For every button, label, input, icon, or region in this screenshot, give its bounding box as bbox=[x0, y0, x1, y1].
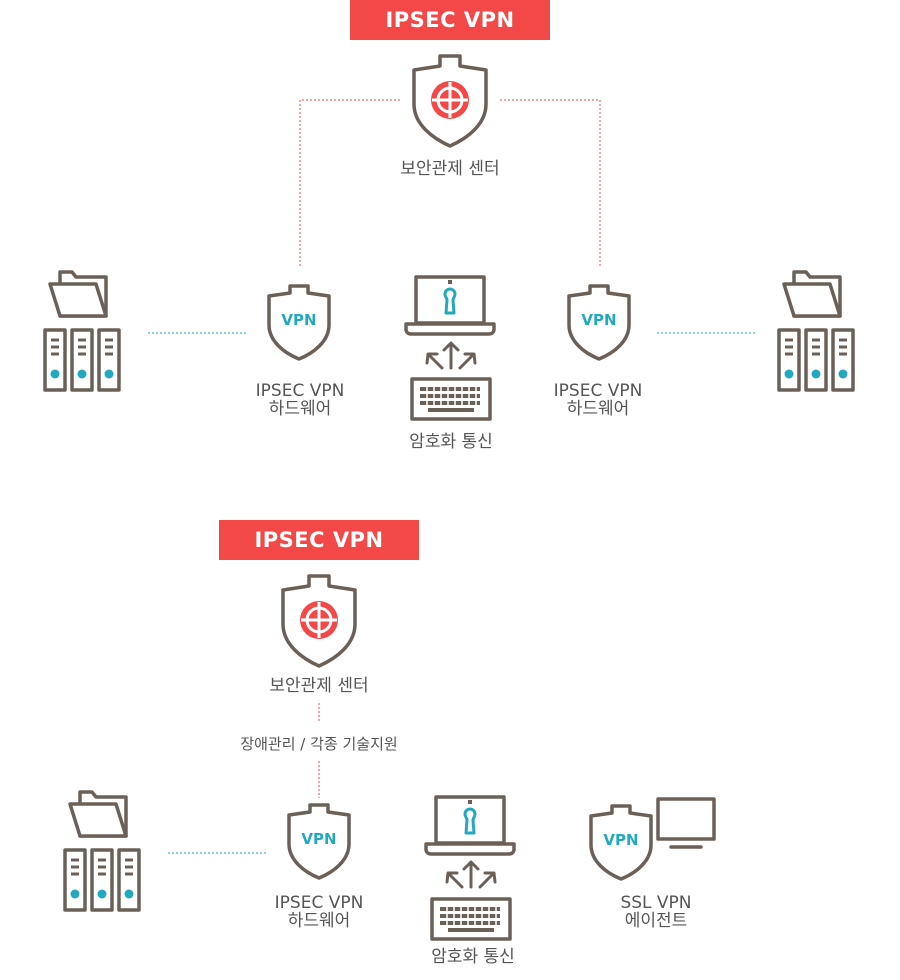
shield-target-icon bbox=[281, 574, 357, 668]
folder-icon bbox=[68, 790, 128, 838]
server-rack-icon bbox=[777, 328, 855, 392]
shield-vpn-icon: VPN bbox=[267, 284, 331, 361]
bottom-diagram: IPSEC VPN 보안관제 센터 장애관리 / 각종 기술지원 bbox=[0, 500, 900, 980]
shield-vpn-icon: VPN bbox=[567, 284, 631, 361]
svg-text:VPN: VPN bbox=[301, 830, 336, 848]
bottom-comm-label: 암호화 통신 bbox=[431, 947, 515, 967]
shield-target-icon bbox=[412, 54, 488, 148]
svg-text:VPN: VPN bbox=[581, 311, 616, 329]
top-connection-lines bbox=[148, 99, 757, 334]
laptop-lock-icon bbox=[424, 795, 516, 856]
svg-text:VPN: VPN bbox=[603, 831, 638, 849]
keyboard-icon bbox=[410, 377, 492, 421]
server-rack-icon bbox=[63, 848, 141, 912]
bottom-banner: IPSEC VPN bbox=[219, 520, 419, 560]
shield-vpn-icon: VPN bbox=[589, 804, 653, 881]
top-comm-label: 암호화 통신 bbox=[409, 432, 493, 452]
top-diagram: IPSEC VPN 보안관제 센터 bbox=[0, 0, 900, 480]
shield-vpn-icon: VPN bbox=[287, 803, 351, 880]
support-label: 장애관리 / 각종 기술지원 bbox=[240, 735, 398, 753]
top-center-label: 보안관제 센터 bbox=[400, 159, 500, 179]
svg-text:VPN: VPN bbox=[281, 311, 316, 329]
bottom-connection-lines bbox=[168, 703, 320, 854]
arrows-up-icon bbox=[445, 860, 497, 889]
laptop-lock-icon bbox=[404, 275, 496, 336]
top-banner: IPSEC VPN bbox=[350, 0, 550, 40]
bottom-center-label: 보안관제 센터 bbox=[269, 676, 369, 696]
folder-icon bbox=[48, 270, 108, 318]
keyboard-icon bbox=[430, 897, 512, 941]
folder-icon bbox=[782, 270, 842, 318]
monitor-icon bbox=[656, 797, 716, 849]
arrows-up-icon bbox=[425, 341, 477, 370]
server-rack-icon bbox=[43, 328, 121, 392]
